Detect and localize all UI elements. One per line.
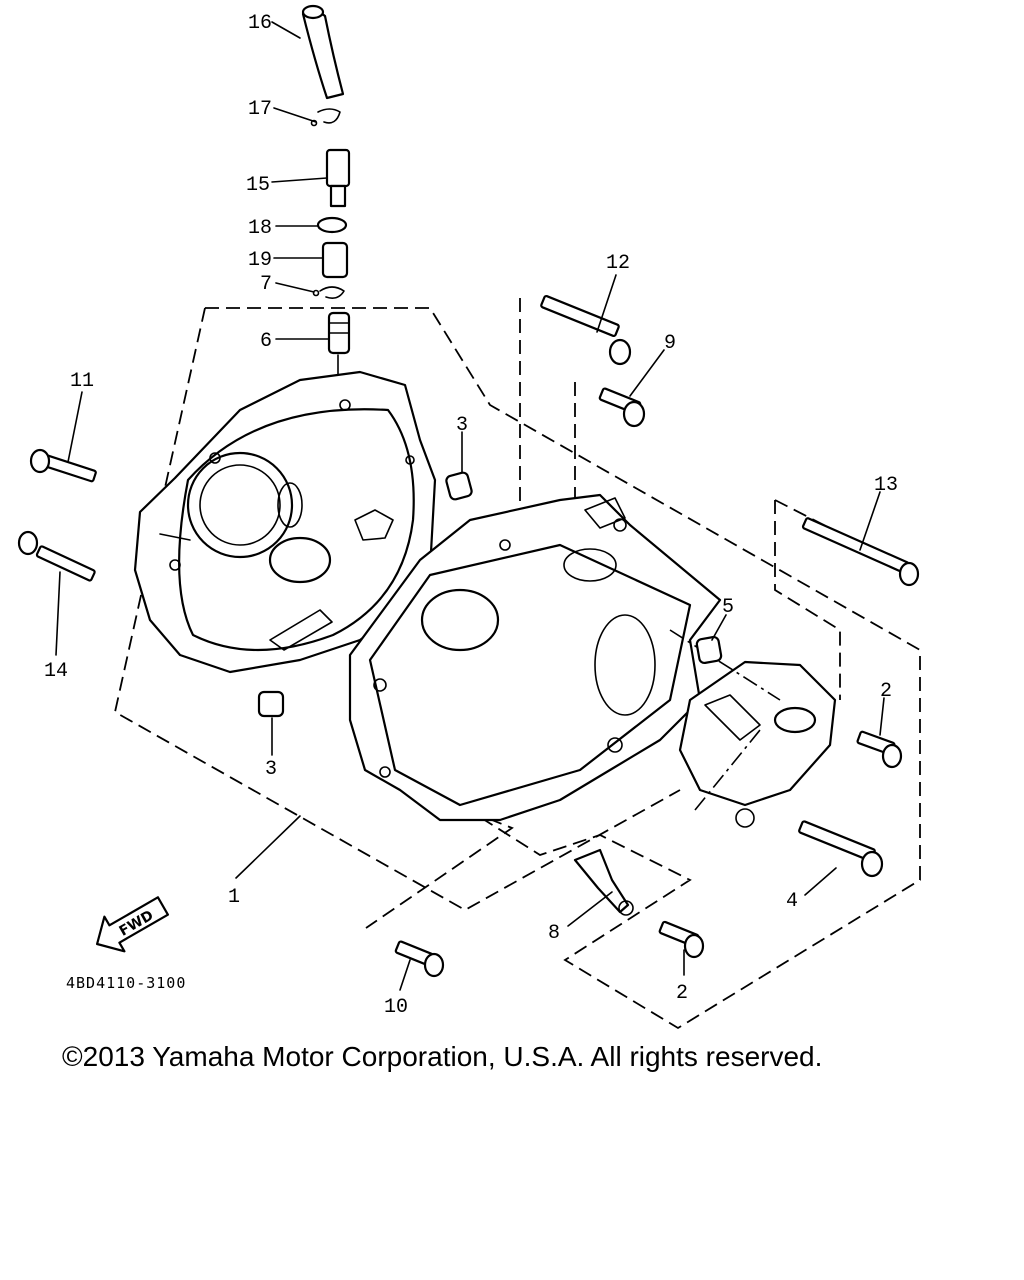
callout-18: 18 bbox=[248, 217, 272, 240]
callout-19: 19 bbox=[248, 249, 272, 272]
callout-1: 1 bbox=[228, 886, 240, 909]
callout-7: 7 bbox=[260, 273, 272, 296]
callout-11: 11 bbox=[70, 370, 94, 393]
callout-16: 16 bbox=[248, 12, 272, 35]
callout-2-upper: 2 bbox=[880, 680, 892, 703]
callout-8: 8 bbox=[548, 922, 560, 945]
crankcase-cover-block bbox=[669, 629, 837, 828]
fwd-arrow-icon: FWD bbox=[95, 896, 170, 953]
bolts bbox=[17, 294, 920, 978]
callout-3-lower: 3 bbox=[265, 758, 277, 781]
breather-assembly bbox=[301, 4, 351, 411]
callout-14: 14 bbox=[44, 660, 68, 683]
callout-labels: 16 17 15 18 19 7 6 12 9 11 3 13 14 5 2 3… bbox=[44, 12, 898, 1019]
callout-10: 10 bbox=[384, 996, 408, 1019]
leader-lines bbox=[55, 21, 885, 991]
callout-5: 5 bbox=[722, 596, 734, 619]
copyright-notice: ©2013 Yamaha Motor Corporation, U.S.A. A… bbox=[62, 1041, 823, 1072]
callout-2-lower: 2 bbox=[676, 982, 688, 1005]
left-crankcase-half bbox=[133, 370, 437, 674]
callout-12: 12 bbox=[606, 252, 630, 275]
diagram-part-code: 4BD4110-3100 bbox=[66, 974, 186, 992]
callout-17: 17 bbox=[248, 98, 272, 121]
callout-3-upper: 3 bbox=[456, 414, 468, 437]
crankcase-exploded-diagram: 16 17 15 18 19 7 6 12 9 11 3 13 14 5 2 3… bbox=[17, 4, 921, 1030]
callout-6: 6 bbox=[260, 330, 272, 353]
callout-15: 15 bbox=[246, 174, 270, 197]
callout-9: 9 bbox=[664, 332, 676, 355]
right-crankcase-half bbox=[348, 493, 722, 822]
callout-13: 13 bbox=[874, 474, 898, 497]
callout-4: 4 bbox=[786, 890, 798, 913]
dowel-pins bbox=[257, 471, 723, 718]
